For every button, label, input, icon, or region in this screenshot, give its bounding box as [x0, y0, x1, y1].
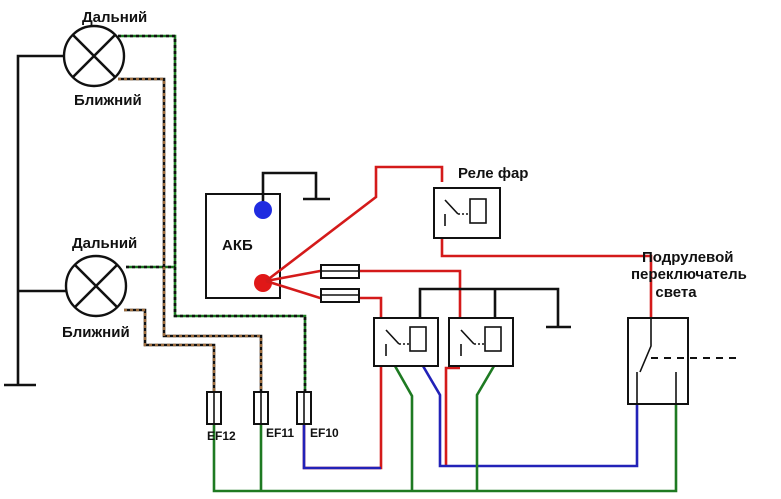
label-headlight-relay: Реле фар — [458, 165, 528, 182]
label-far-top: Дальний — [82, 9, 147, 26]
light-switch — [627, 317, 742, 405]
fuse-horizontal-lower — [320, 288, 360, 303]
green-wires — [212, 365, 678, 493]
fuse-ef11 — [253, 391, 269, 425]
relay-ground-wires — [418, 287, 571, 329]
label-fuse-ef10: EF10 — [310, 426, 339, 440]
label-fuse-ef12: EF12 — [207, 429, 236, 443]
headlamp-bottom — [64, 254, 128, 318]
relay-low-beam — [373, 317, 439, 367]
label-switch-line1: Подрулевой — [642, 249, 733, 266]
high-beam-wires — [118, 34, 307, 392]
left-ground-bus — [4, 54, 66, 387]
label-far-bottom: Дальний — [72, 235, 137, 252]
headlamp-top — [62, 24, 126, 88]
label-fuse-ef11: EF11 — [266, 426, 294, 440]
fuse-ef10 — [296, 391, 312, 425]
headlight-relay — [433, 187, 501, 239]
fuse-ef12 — [206, 391, 222, 425]
low-beam-wires — [118, 77, 263, 392]
fuse-horizontal-upper — [320, 264, 360, 279]
relay-high-beam — [448, 317, 514, 367]
label-switch-line2: переключатель — [631, 266, 747, 283]
blue-wires — [302, 365, 639, 470]
label-battery: АКБ — [222, 237, 253, 254]
label-switch-line3: света — [655, 284, 697, 301]
label-near-top: Ближний — [74, 92, 142, 109]
label-near-bottom: Ближний — [62, 324, 130, 341]
battery-minus-terminal — [254, 201, 272, 219]
